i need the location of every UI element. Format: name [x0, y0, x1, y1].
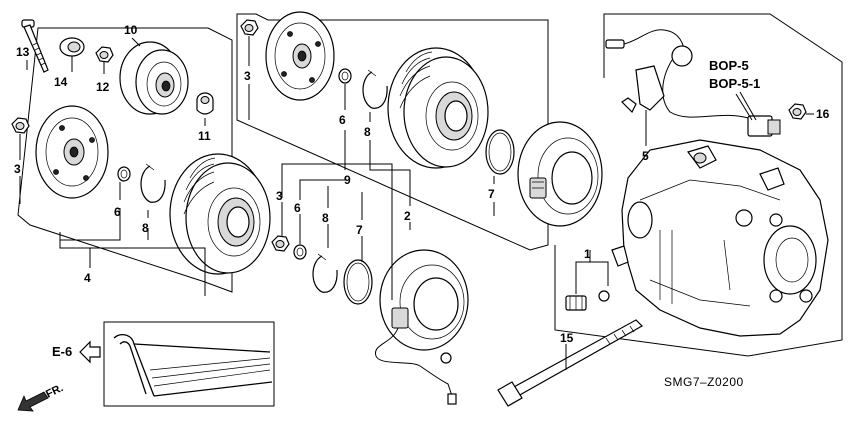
compressor-wire-harness [605, 29, 781, 137]
front-direction-arrow-icon [17, 391, 49, 412]
callout-3-lower: 3 [276, 189, 283, 203]
drive-belt [113, 333, 273, 397]
callout-15: 15 [560, 331, 574, 345]
callout-6-middle: 6 [339, 113, 346, 127]
callout-13: 13 [16, 45, 30, 59]
callout-4: 4 [84, 271, 91, 285]
callout-2: 2 [404, 209, 411, 223]
pulley-left [169, 153, 271, 275]
leader-lines [19, 36, 814, 370]
callout-9: 9 [344, 173, 351, 187]
clutch-plate-left [35, 105, 109, 199]
part-1-relief-valve [565, 245, 629, 311]
part-6-shim-lower [293, 244, 307, 260]
belt-inset-frame [103, 321, 275, 407]
e6-reference[interactable]: E-6 [52, 340, 101, 364]
callout-3-left: 3 [14, 162, 21, 176]
callout-11: 11 [198, 129, 211, 143]
callout-16: 16 [816, 107, 830, 121]
callout-1: 1 [584, 247, 591, 261]
part-8-snap-ring-lower [312, 253, 338, 293]
ref-e-6: E-6 [52, 344, 72, 359]
field-coil-lower [375, 249, 469, 405]
callout-6-lower: 6 [294, 201, 301, 215]
compressor-body [621, 139, 829, 337]
callout-3-top: 3 [244, 69, 251, 83]
part-3-nut-left [11, 117, 30, 134]
part-6-shim-left [117, 166, 131, 182]
callout-12: 12 [96, 80, 110, 94]
front-direction-indicator: FR. [17, 382, 65, 412]
part-12-nut [95, 46, 114, 63]
part-11-bushing [196, 92, 214, 115]
callout-7-lower: 7 [356, 223, 363, 237]
outline-arrow-left-icon [79, 340, 101, 364]
part-3-nut-top [240, 19, 259, 36]
callout-8-left: 8 [142, 221, 149, 235]
callout-8-middle: 8 [364, 125, 371, 139]
callout-6-left: 6 [114, 205, 121, 219]
pulley-middle [387, 47, 489, 169]
group-frame-compressor [554, 13, 843, 357]
callout-8-lower: 8 [322, 211, 329, 225]
ref-bop-5: BOP-5 [709, 58, 749, 73]
part-7-ring-lower [343, 259, 373, 305]
front-label: FR. [44, 382, 65, 401]
part-6-shim-middle [338, 68, 352, 84]
group-frame-left [17, 27, 233, 293]
ref-bop-5-1: BOP-5-1 [709, 76, 760, 91]
part-14-washer [59, 37, 85, 57]
callout-10: 10 [124, 23, 138, 37]
callout-5: 5 [642, 149, 649, 163]
callout-7-middle: 7 [488, 187, 495, 201]
part-16-nut [788, 103, 807, 120]
part-8-snap-ring-left [140, 163, 166, 203]
diagram-code: SMG7–Z0200 [664, 375, 744, 389]
part-3-nut-lower [271, 235, 290, 252]
part-13-bolt [21, 19, 49, 73]
field-coil-middle [517, 121, 603, 227]
part-10-idler-pulley [119, 41, 189, 115]
part-15-long-bolt [497, 319, 643, 407]
part-7-ring-middle [485, 129, 515, 175]
clutch-plate-middle [265, 11, 335, 101]
callout-14: 14 [54, 75, 68, 89]
part-8-snap-ring-middle [362, 69, 388, 109]
